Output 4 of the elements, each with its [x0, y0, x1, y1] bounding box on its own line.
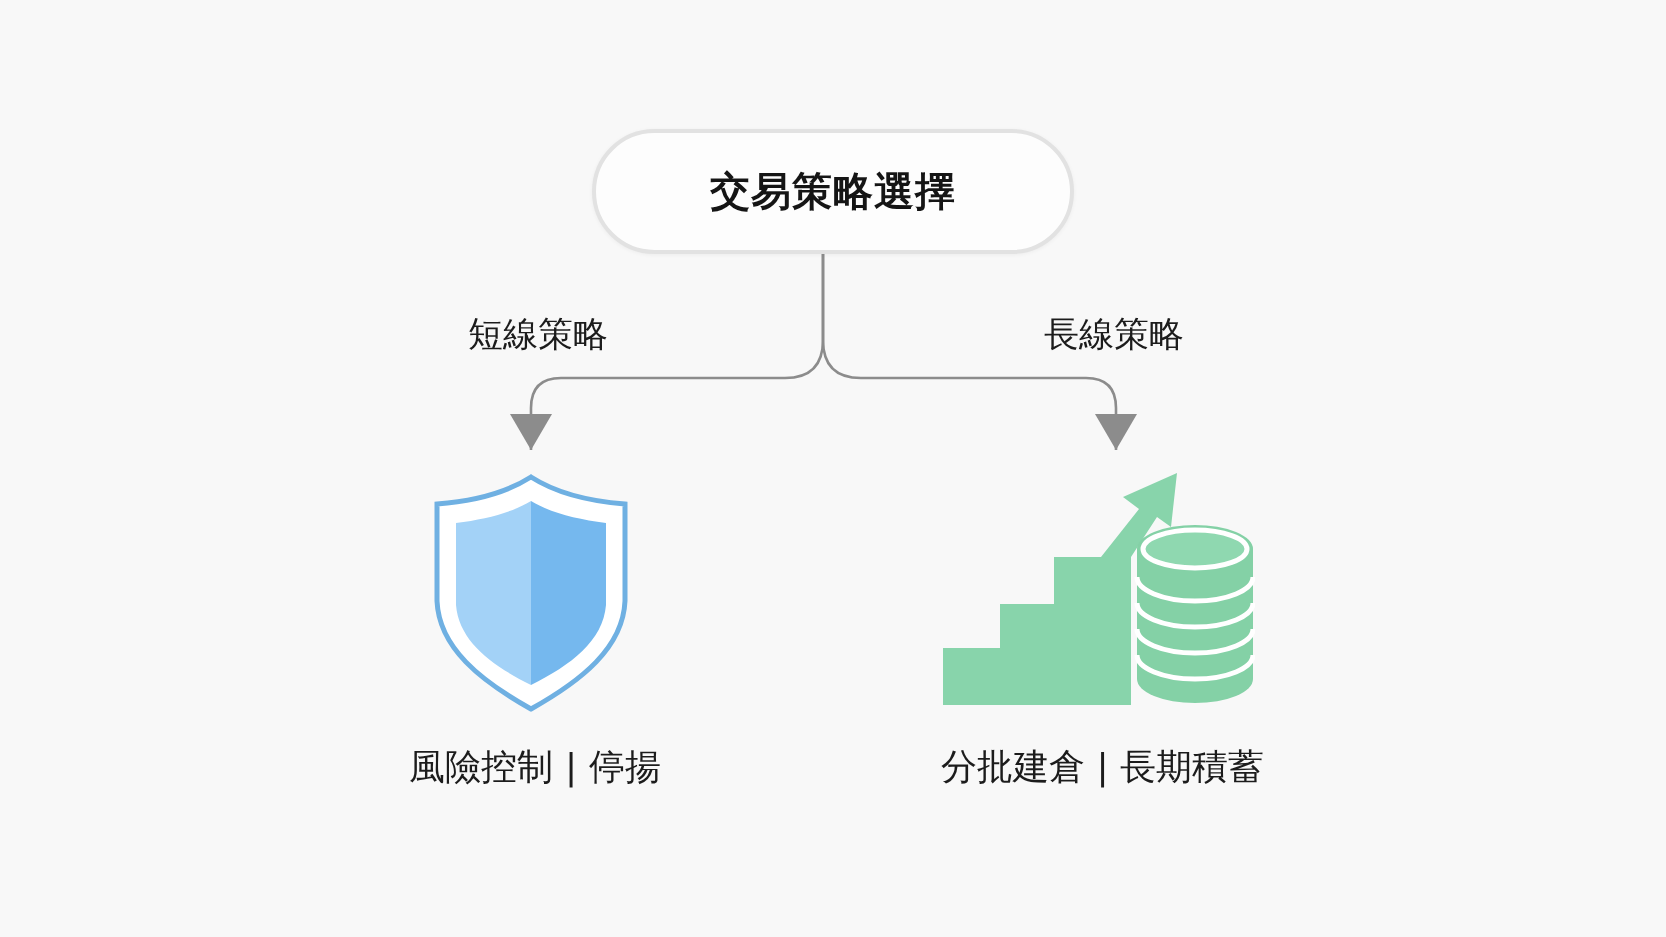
node-label: 風險控制 | 停揚 [409, 745, 661, 790]
arrow [821, 254, 1137, 450]
node-label: 分批建倉 | 長期積蓄 [941, 745, 1264, 790]
rounded-box: 交易策略選擇 [592, 129, 1074, 254]
